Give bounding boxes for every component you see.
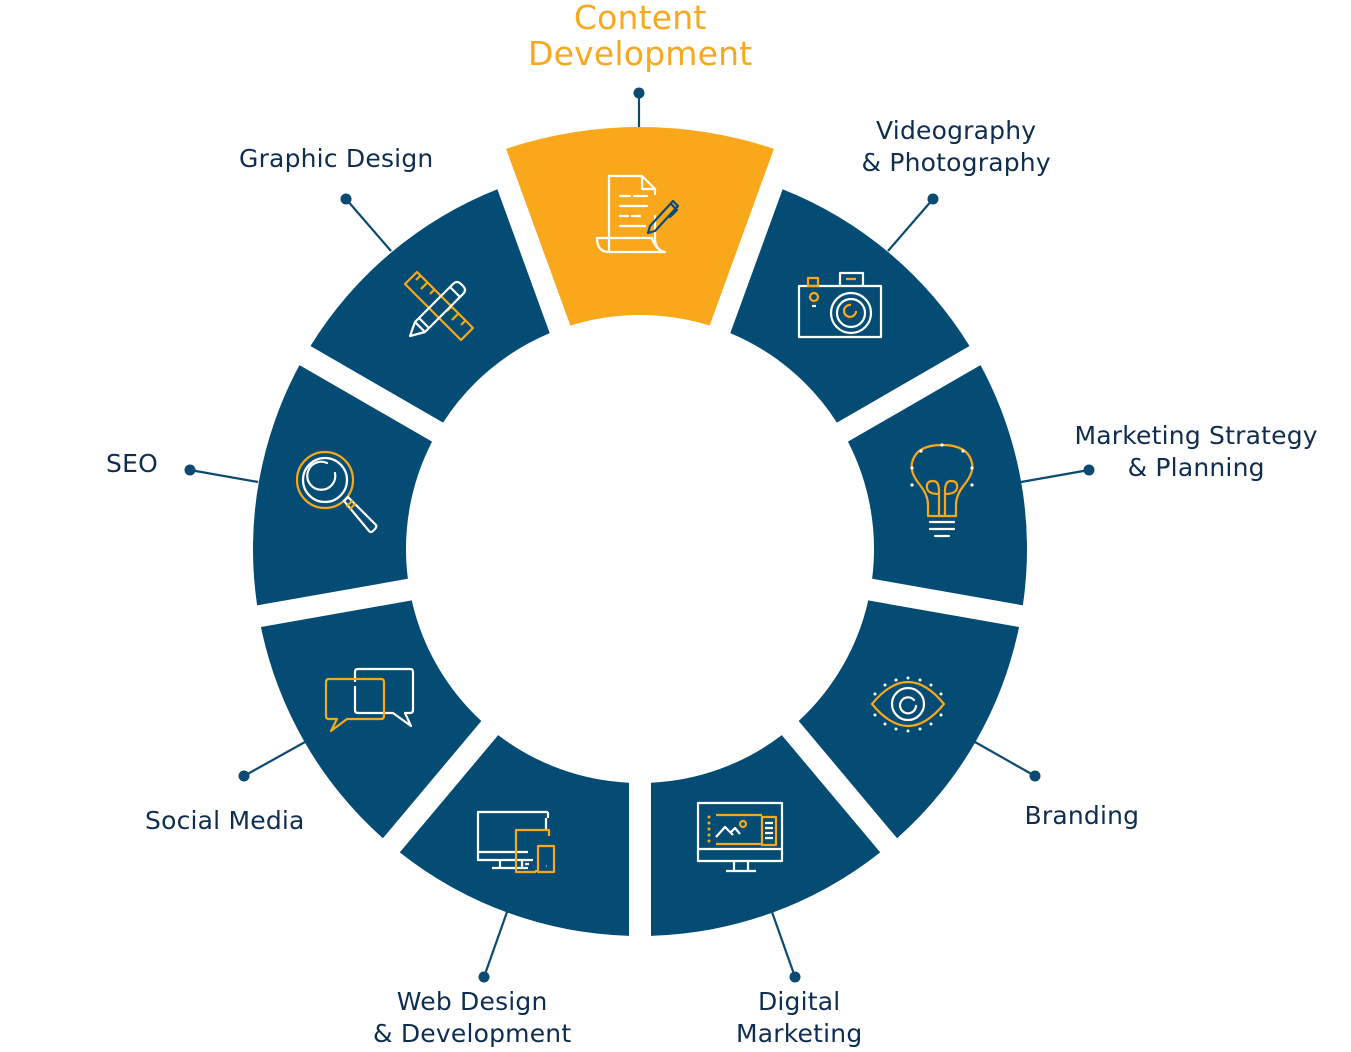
label-graphic-design: Graphic Design (239, 143, 433, 175)
leader-dot-digital-marketing (789, 971, 801, 983)
document-pen-icon (595, 174, 680, 254)
label-branding: Branding (1025, 800, 1140, 832)
label-videography-photography: Videography & Photography (862, 115, 1051, 179)
label-line: & Planning (1127, 453, 1265, 482)
magnifier-icon (295, 450, 378, 534)
label-line: Marketing (736, 1019, 863, 1048)
leader-dot-social-media (238, 770, 250, 782)
leader-line-marketing-strategy-planning (1020, 468, 1090, 484)
leader-line-web-design-development (482, 911, 509, 978)
segment-icons (295, 174, 974, 874)
leader-line-branding (974, 741, 1036, 777)
leader-dot-graphic-design (340, 193, 352, 205)
monitor-image-icon (696, 801, 784, 873)
label-line: Social Media (145, 806, 305, 835)
label-line: & Development (373, 1019, 572, 1048)
segment-seo (253, 365, 433, 606)
label-line: Digital (757, 987, 841, 1016)
leader-dot-marketing-strategy-planning (1083, 464, 1095, 476)
leader-line-digital-marketing (770, 911, 797, 978)
segment-digital-marketing (651, 735, 881, 936)
devices-icon (476, 810, 556, 874)
ruler-pencil-icon (403, 270, 475, 342)
label-line: Videography (876, 116, 1037, 145)
label-web-design-development: Web Design & Development (373, 986, 571, 1050)
label-line: SEO (106, 449, 158, 478)
label-line: Graphic Design (239, 144, 434, 173)
leader-line-graphic-design (345, 198, 392, 252)
label-line: & Photography (861, 148, 1051, 177)
label-social-media: Social Media (145, 805, 305, 837)
label-line: Web Design (396, 987, 548, 1016)
leader-line-videography-photography (887, 198, 934, 252)
leader-line-social-media (243, 741, 306, 777)
chat-bubbles-icon (324, 667, 415, 733)
label-line: Branding (1024, 801, 1140, 830)
label-seo: SEO (106, 448, 158, 480)
label-line: Content (573, 0, 707, 37)
label-marketing-strategy-planning: Marketing Strategy & Planning (1075, 420, 1318, 484)
leader-lines (184, 87, 1095, 983)
label-line: Marketing Strategy (1074, 421, 1318, 450)
label-line: Development (528, 34, 753, 73)
lightbulb-icon (910, 443, 974, 538)
camera-icon (797, 271, 883, 339)
leader-dot-content-development (633, 87, 645, 99)
leader-dot-web-design-development (478, 971, 490, 983)
leader-dot-videography-photography (927, 193, 939, 205)
leader-line-seo (189, 468, 259, 484)
segment-web-design-development (399, 735, 629, 936)
leader-dot-seo (184, 464, 196, 476)
leader-dot-branding (1029, 770, 1041, 782)
eye-icon (870, 676, 946, 733)
